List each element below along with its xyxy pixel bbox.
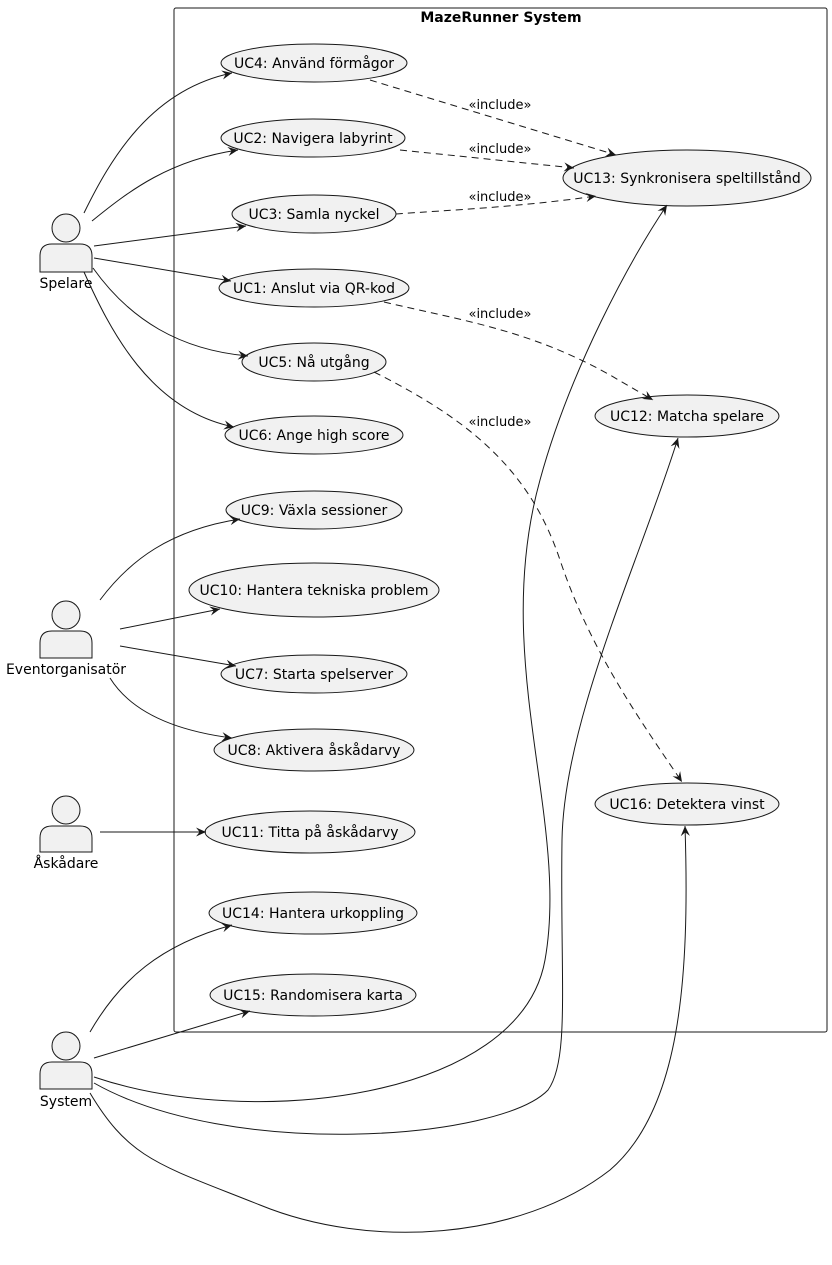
use-case-label-uc11: UC11: Titta på åskådarvy xyxy=(221,824,398,841)
use-case-label-uc6: UC6: Ange high score xyxy=(238,428,389,444)
include-uc2-uc13 xyxy=(399,149,575,172)
actor-label-eventorganisator: Eventorganisatör xyxy=(6,662,126,678)
use-case-label-uc13: UC13: Synkronisera speltillstånd xyxy=(573,170,801,187)
use-case-uc16: UC16: Detektera vinst xyxy=(594,782,780,826)
use-case-label-uc4: UC4: Använd förmågor xyxy=(234,55,394,72)
system-boundary xyxy=(173,7,828,1033)
use-case-uc2: UC2: Navigera labyrint xyxy=(220,118,406,158)
assoc-system-uc15 xyxy=(93,1009,251,1059)
assoc-system-uc12 xyxy=(93,437,680,1135)
use-case-uc7: UC7: Starta spelserver xyxy=(220,654,408,694)
assoc-system-uc14 xyxy=(89,923,233,1033)
use-case-uc5: UC5: Nå utgång xyxy=(241,342,387,382)
system-title: MazeRunner System xyxy=(420,10,581,26)
assoc-spelare-uc3 xyxy=(93,222,247,247)
use-case-label-uc7: UC7: Starta spelserver xyxy=(235,667,394,683)
include-label-uc2-uc13: «include» xyxy=(468,142,531,157)
actor-label-system: System xyxy=(40,1094,92,1110)
actor-askadare: Åskådare xyxy=(34,795,99,872)
use-case-label-uc10: UC10: Hantera tekniska problem xyxy=(200,583,429,599)
use-case-label-uc9: UC9: Växla sessioner xyxy=(241,503,388,519)
use-case-uc6: UC6: Ange high score xyxy=(224,415,404,455)
assoc-eventorg-uc10 xyxy=(119,606,221,630)
include-uc3-uc13 xyxy=(395,192,597,215)
assoc-eventorg-uc8 xyxy=(109,677,233,742)
assoc-eventorg-uc7 xyxy=(119,645,237,669)
use-case-uc9: UC9: Växla sessioner xyxy=(225,490,403,530)
actor-system: System xyxy=(39,1031,93,1110)
use-case-label-uc5: UC5: Nå utgång xyxy=(258,354,369,371)
use-case-uc13: UC13: Synkronisera speltillstånd xyxy=(562,149,812,207)
use-case-uc15: UC15: Randomisera karta xyxy=(209,973,417,1017)
actor-label-askadare: Åskådare xyxy=(34,855,99,872)
assoc-system-uc16 xyxy=(89,825,690,1233)
assoc-spelare-uc4 xyxy=(83,70,233,214)
assoc-spelare-uc1 xyxy=(93,257,232,284)
actor-label-spelare: Spelare xyxy=(40,276,93,292)
include-label-uc1-uc12: «include» xyxy=(468,307,531,322)
include-uc1-uc12 xyxy=(383,301,654,401)
include-label-uc4-uc13: «include» xyxy=(468,98,531,113)
include-label-uc5-uc16: «include» xyxy=(468,415,531,430)
use-case-label-uc3: UC3: Samla nyckel xyxy=(248,207,379,223)
use-case-label-uc2: UC2: Navigera labyrint xyxy=(233,131,393,147)
assoc-spelare-uc6 xyxy=(83,271,235,430)
use-case-uc12: UC12: Matcha spelare xyxy=(594,394,780,438)
use-case-label-uc1: UC1: Anslut via QR-kod xyxy=(233,281,395,297)
assoc-eventorg-uc9 xyxy=(99,516,241,601)
use-case-label-uc15: UC15: Randomisera karta xyxy=(223,988,403,1004)
assoc-spelare-uc2 xyxy=(91,146,239,222)
actor-eventorganisator: Eventorganisatör xyxy=(6,600,126,678)
use-case-uc10: UC10: Hantera tekniska problem xyxy=(188,562,440,618)
include-label-uc3-uc13: «include» xyxy=(468,190,531,205)
assoc-spelare-uc5 xyxy=(92,267,249,360)
use-case-uc14: UC14: Hantera urkoppling xyxy=(208,891,418,935)
use-case-label-uc12: UC12: Matcha spelare xyxy=(610,409,764,425)
use-case-uc3: UC3: Samla nyckel xyxy=(231,194,397,234)
assoc-system-uc13 xyxy=(93,204,668,1102)
use-case-label-uc16: UC16: Detektera vinst xyxy=(609,797,765,813)
include-uc4-uc13 xyxy=(369,79,617,157)
include-uc5-uc16 xyxy=(373,371,683,783)
use-case-uc11: UC11: Titta på åskådarvy xyxy=(204,810,416,854)
use-case-uc4: UC4: Använd förmågor xyxy=(220,43,408,83)
use-case-label-uc8: UC8: Aktivera åskådarvy xyxy=(228,742,401,759)
use-case-label-uc14: UC14: Hantera urkoppling xyxy=(222,906,404,922)
use-case-uc8: UC8: Aktivera åskådarvy xyxy=(213,728,415,772)
actor-spelare: Spelare xyxy=(39,213,93,292)
use-case-uc1: UC1: Anslut via QR-kod xyxy=(218,268,410,308)
